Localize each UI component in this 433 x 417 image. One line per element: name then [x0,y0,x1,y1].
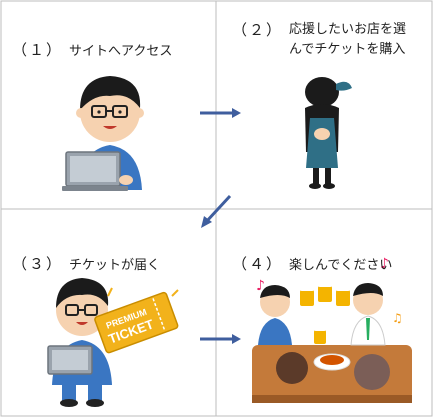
shop-staff-bowing-illustration [305,77,352,189]
beer-mug-icon [314,327,326,344]
svg-text:♪: ♪ [256,278,265,294]
step-1-number: （１） [12,41,64,59]
laptop-icon [62,151,128,191]
boy-ticket-illustration: PREMIUM TICKET [47,278,179,407]
step-2-number: （２） [232,21,284,39]
step-3-label: （３） チケットが届く [12,234,160,276]
step-1-label: （１） サイトへアクセス [12,20,172,62]
boy-laptop-illustration [62,76,144,191]
step-4-label: （４） 楽しんでください [232,234,392,276]
arrow-right-icon [200,108,241,118]
svg-text:♪: ♪ [380,256,389,272]
music-note-icon: ♪ [256,278,265,294]
step-3-text: チケットが届く [69,258,161,273]
step-3-number: （３） [12,255,64,273]
step-2-text: 応援したいお店を選 んでチケットを購入 [289,22,407,57]
arrow-right-icon [200,334,241,344]
step-1-text: サイトへアクセス [69,44,173,59]
beer-mug-icon [318,282,332,302]
beer-mug-icon [300,286,314,306]
arrow-down-left-icon [201,194,232,228]
beer-mug-icon [336,286,350,306]
step-2-label: （２） 応援したいお店を選 んでチケットを購入 [232,20,419,60]
party-illustration: ♪ ♪ ♫ [252,256,412,403]
music-note-icon: ♪ [380,256,389,272]
laptop-icon [47,345,93,375]
step-4-text: 楽しんでください [289,258,393,273]
ticket-icon: PREMIUM TICKET [94,291,179,354]
svg-text:♫: ♫ [392,311,403,325]
music-note-icon: ♫ [392,311,403,325]
step-4-number: （４） [232,255,284,273]
